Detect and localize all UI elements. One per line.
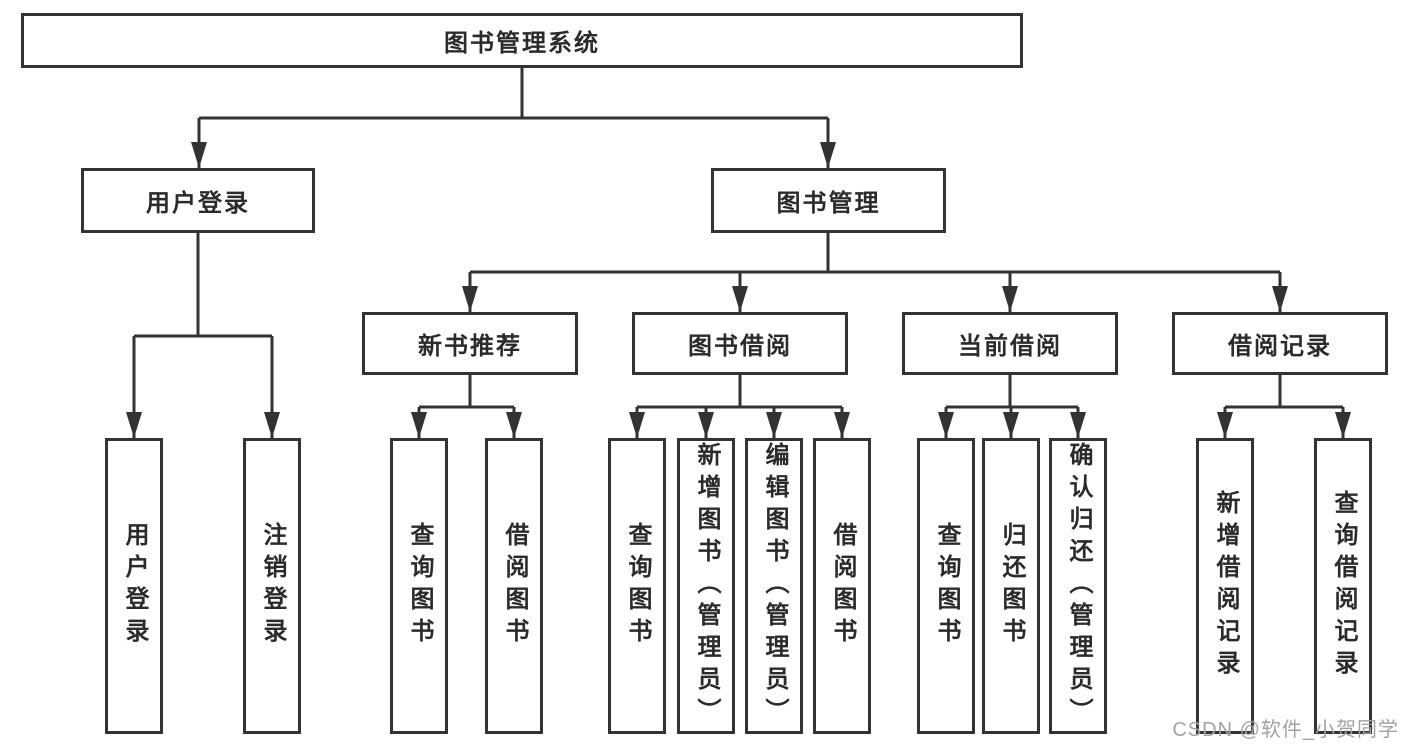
leaf-query-books-current: 查询图书 <box>917 438 975 734</box>
leaf-query-books-recommend-label: 查询图书 <box>406 522 433 650</box>
node-current-borrow: 当前借阅 <box>902 312 1118 375</box>
leaf-query-borrow-record: 查询借阅记录 <box>1314 438 1372 734</box>
node-borrow-records: 借阅记录 <box>1172 312 1388 375</box>
leaf-user-login-label: 用户登录 <box>121 522 148 650</box>
leaf-borrow-books-recommend-label: 借阅图书 <box>501 522 528 650</box>
leaf-add-books-admin: 新增图书（管理员） <box>677 438 735 734</box>
leaf-edit-books-admin-label: 编辑图书（管理员） <box>761 442 788 730</box>
node-user-login: 用户登录 <box>81 168 315 233</box>
leaf-logout: 注销登录 <box>243 438 301 734</box>
leaf-confirm-return-admin: 确认归还（管理员） <box>1049 438 1107 734</box>
leaf-query-books-borrow-label: 查询图书 <box>624 522 651 650</box>
leaf-query-books-borrow: 查询图书 <box>608 438 666 734</box>
node-book-borrow: 图书借阅 <box>632 312 848 375</box>
leaf-logout-label: 注销登录 <box>259 522 286 650</box>
leaf-return-books: 归还图书 <box>982 438 1040 734</box>
leaf-add-borrow-record: 新增借阅记录 <box>1196 438 1254 734</box>
node-new-book-recommend: 新书推荐 <box>362 312 578 375</box>
leaf-borrow-books-recommend: 借阅图书 <box>485 438 543 734</box>
leaf-borrow-books-label: 借阅图书 <box>829 522 856 650</box>
leaf-add-borrow-record-label: 新增借阅记录 <box>1212 490 1239 682</box>
leaf-return-books-label: 归还图书 <box>998 522 1025 650</box>
leaf-query-borrow-record-label: 查询借阅记录 <box>1330 490 1357 682</box>
leaf-confirm-return-admin-label: 确认归还（管理员） <box>1065 442 1092 730</box>
leaf-query-books-current-label: 查询图书 <box>933 522 960 650</box>
leaf-add-books-admin-label: 新增图书（管理员） <box>693 442 720 730</box>
node-book-management: 图书管理 <box>711 168 946 233</box>
csdn-watermark: CSDN @软件_小贺同学 <box>1172 719 1399 741</box>
leaf-edit-books-admin: 编辑图书（管理员） <box>745 438 803 734</box>
leaf-user-login: 用户登录 <box>105 438 163 734</box>
leaf-query-books-recommend: 查询图书 <box>390 438 448 734</box>
node-library-system: 图书管理系统 <box>21 13 1023 68</box>
leaf-borrow-books: 借阅图书 <box>813 438 871 734</box>
